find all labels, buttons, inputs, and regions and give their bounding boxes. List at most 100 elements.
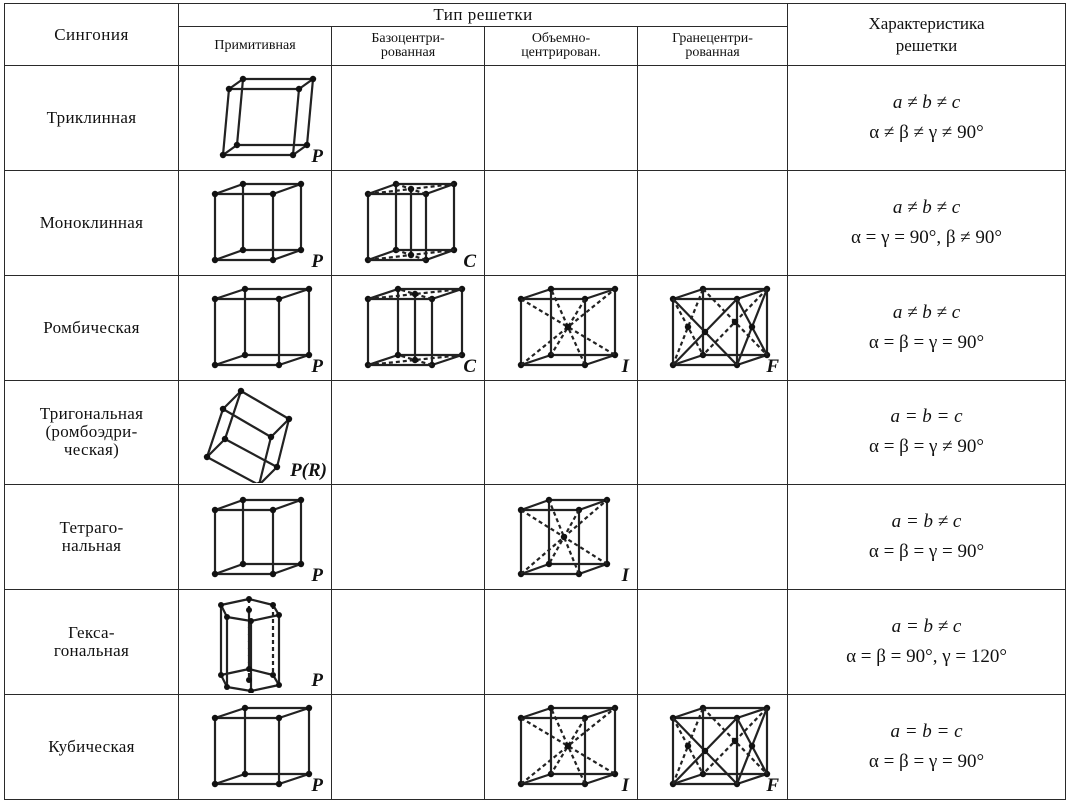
lattice-symbol: P(R) bbox=[290, 460, 327, 482]
lattice-drawing-ortho-f bbox=[669, 285, 770, 368]
lattice-drawing-ortho-i bbox=[517, 285, 619, 368]
header-syngony: Сингония bbox=[4, 3, 179, 66]
lattice-cell-p: P bbox=[178, 274, 332, 381]
lattice-cell-p: P bbox=[178, 589, 332, 696]
lattice-drawing-hex-p bbox=[218, 596, 282, 694]
edge-relation: a ≠ b ≠ c bbox=[892, 196, 961, 218]
lattice-cell-i bbox=[484, 589, 638, 696]
lattice-cell-f bbox=[637, 589, 788, 696]
lattice-drawing-monoclinic-p bbox=[211, 180, 305, 263]
lattice-cell-i: I bbox=[484, 484, 638, 591]
lattice-cell-i: I bbox=[484, 274, 638, 381]
syngony-row: Тригональная(ромбоэдри-ческая) P(R) a = b … bbox=[4, 379, 1066, 486]
angle-relation: α = β = γ ≠ 90° bbox=[869, 436, 984, 458]
edge-relation: a ≠ b ≠ c bbox=[892, 301, 961, 323]
header-lattice-type: Тип решетки bbox=[178, 3, 788, 27]
lattice-characteristic: a = b ≠ c α = β = 90°, γ = 120° bbox=[787, 589, 1066, 696]
lattice-symbol: P bbox=[311, 250, 323, 272]
lattice-drawing-tetra-p bbox=[211, 497, 305, 578]
lattice-characteristic: a ≠ b ≠ c α ≠ β ≠ γ ≠ 90° bbox=[787, 65, 1066, 171]
lattice-cell-p: P bbox=[178, 484, 332, 591]
syngony-name: Гекса-гональная bbox=[4, 589, 179, 696]
lattice-drawing-trigonal-p bbox=[203, 388, 293, 484]
lattice-drawing-ortho-c bbox=[364, 285, 466, 368]
angle-relation: α = β = 90°, γ = 120° bbox=[846, 646, 1007, 668]
lattice-drawing-cubic-i bbox=[517, 704, 619, 788]
lattice-symbol: I bbox=[621, 775, 629, 796]
edge-relation: a = b = c bbox=[890, 406, 963, 428]
lattice-drawing-triclinic-p bbox=[219, 75, 317, 159]
lattice-characteristic: a ≠ b ≠ c α = γ = 90°, β ≠ 90° bbox=[787, 169, 1066, 276]
lattice-symbol: P bbox=[311, 565, 323, 587]
lattice-cell-i bbox=[484, 169, 638, 276]
syngony-name: Тригональная(ромбоэдри-ческая) bbox=[4, 379, 179, 486]
lattice-symbol: I bbox=[621, 355, 629, 377]
header-type-i: Объемно-центрирован. bbox=[484, 26, 638, 66]
lattice-symbol: P bbox=[311, 355, 323, 377]
header-type-f: Гранецентри-рованная bbox=[637, 26, 788, 66]
lattice-symbol: P bbox=[311, 670, 323, 692]
syngony-name: Моноклинная bbox=[4, 169, 179, 276]
syngony-name: Кубическая bbox=[4, 694, 179, 800]
lattice-cell-c: C bbox=[331, 274, 485, 381]
lattice-cell-p: P bbox=[178, 65, 332, 171]
lattice-symbol: I bbox=[621, 565, 629, 587]
lattice-drawing-cubic-p bbox=[211, 704, 313, 788]
lattice-symbol: C bbox=[463, 355, 476, 377]
lattice-symbol: P bbox=[311, 145, 323, 167]
lattice-cell-c bbox=[331, 379, 485, 486]
lattice-cell-f: F bbox=[637, 694, 788, 800]
lattice-characteristic: a = b ≠ c α = β = γ = 90° bbox=[787, 484, 1066, 591]
lattice-cell-f: F bbox=[637, 274, 788, 381]
angle-relation: α = β = γ = 90° bbox=[868, 541, 985, 563]
edge-relation: a = b ≠ c bbox=[891, 616, 962, 638]
header-type-p: Примитивная bbox=[178, 26, 332, 66]
edge-relation: a = b = c bbox=[890, 721, 963, 743]
lattice-cell-p: P bbox=[178, 169, 332, 276]
angle-relation: α ≠ β ≠ γ ≠ 90° bbox=[869, 121, 984, 143]
lattice-drawing-ortho-p bbox=[211, 285, 313, 368]
lattice-characteristic: a = b = c α = β = γ ≠ 90° bbox=[787, 379, 1066, 486]
lattice-cell-c bbox=[331, 484, 485, 591]
lattice-cell-p: P bbox=[178, 694, 332, 800]
lattice-drawing-tetra-i bbox=[517, 497, 611, 578]
lattice-cell-c bbox=[331, 589, 485, 696]
lattice-cell-f bbox=[637, 65, 788, 171]
syngony-name: Ромбическая bbox=[4, 274, 179, 381]
lattice-cell-i bbox=[484, 65, 638, 171]
edge-relation: a = b ≠ c bbox=[891, 511, 962, 533]
angle-relation: α = β = γ = 90° bbox=[868, 331, 985, 353]
lattice-cell-i: I bbox=[484, 694, 638, 800]
lattice-characteristic: a = b = c α = β = γ = 90° bbox=[787, 694, 1066, 800]
lattice-cell-c bbox=[331, 65, 485, 171]
lattice-cell-c bbox=[331, 694, 485, 800]
angle-relation: α = β = γ = 90° bbox=[868, 751, 985, 773]
angle-relation: α = γ = 90°, β ≠ 90° bbox=[850, 226, 1003, 248]
lattice-cell-p: P(R) bbox=[178, 379, 332, 486]
lattice-symbol: C bbox=[463, 250, 476, 272]
lattice-symbol: F bbox=[766, 775, 779, 796]
syngony-name: Тетраго-нальная bbox=[4, 484, 179, 591]
lattice-symbol: P bbox=[311, 775, 323, 796]
lattice-symbol: F bbox=[766, 355, 779, 377]
lattice-cell-f bbox=[637, 169, 788, 276]
lattice-drawing-cubic-f bbox=[669, 704, 770, 788]
edge-relation: a ≠ b ≠ c bbox=[892, 91, 961, 113]
lattice-cell-f bbox=[637, 379, 788, 486]
lattice-drawing-monoclinic-c bbox=[364, 180, 458, 263]
lattice-characteristic: a ≠ b ≠ c α = β = γ = 90° bbox=[787, 274, 1066, 381]
header-type-c: Базоцентри-рованная bbox=[331, 26, 485, 66]
syngony-name: Триклинная bbox=[4, 65, 179, 171]
lattice-cell-c: C bbox=[331, 169, 485, 276]
lattice-cell-i bbox=[484, 379, 638, 486]
lattice-cell-f bbox=[637, 484, 788, 591]
